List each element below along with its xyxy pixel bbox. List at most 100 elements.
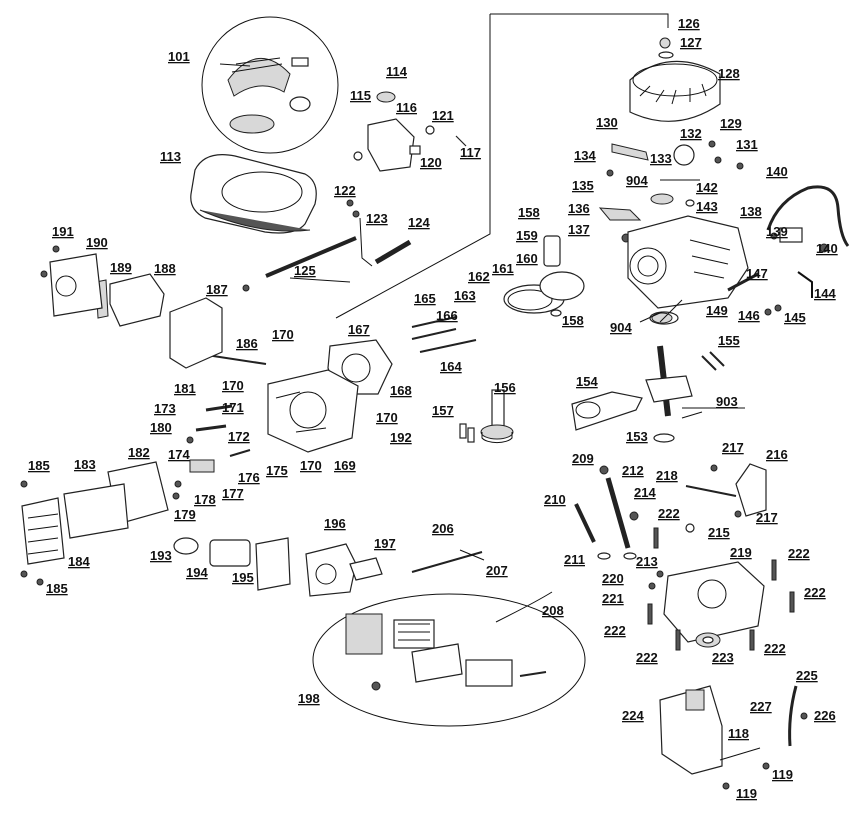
callout-156: 156 <box>494 380 516 395</box>
callout-180: 180 <box>150 420 172 435</box>
callout-164: 164 <box>440 359 462 374</box>
callout-213: 213 <box>636 554 658 569</box>
callout-904a: 904 <box>626 173 648 188</box>
callout-169: 169 <box>334 458 356 473</box>
callout-161: 161 <box>492 261 514 276</box>
callout-142: 142 <box>696 180 718 195</box>
governor-parts <box>685 463 767 518</box>
callout-216: 216 <box>766 447 788 462</box>
callout-217b: 217 <box>756 510 778 525</box>
callout-173: 173 <box>154 401 176 416</box>
callout-137: 137 <box>568 222 590 237</box>
callout-144: 144 <box>814 286 836 301</box>
callout-183: 183 <box>74 457 96 472</box>
blower-housing <box>190 154 317 234</box>
callout-220: 220 <box>602 571 624 586</box>
callout-208: 208 <box>542 603 564 618</box>
callout-214: 214 <box>634 485 656 500</box>
leader-lines <box>219 13 745 419</box>
callout-197: 197 <box>374 536 396 551</box>
callout-218: 218 <box>656 468 678 483</box>
callout-145: 145 <box>784 310 806 325</box>
piston-set <box>503 235 585 317</box>
callout-121: 121 <box>432 108 454 123</box>
callout-194: 194 <box>186 565 208 580</box>
callout-181: 181 <box>174 381 196 396</box>
callout-189: 189 <box>110 260 132 275</box>
callout-221: 221 <box>602 591 624 606</box>
callout-132: 132 <box>680 126 702 141</box>
callout-171: 171 <box>222 400 244 415</box>
callout-209: 209 <box>572 451 594 466</box>
callout-162: 162 <box>468 269 490 284</box>
callout-219: 219 <box>730 545 752 560</box>
callout-187: 187 <box>206 282 228 297</box>
callout-217a: 217 <box>722 440 744 455</box>
callout-185b: 185 <box>46 581 68 596</box>
oil-dipstick <box>574 465 695 560</box>
callout-178: 178 <box>194 492 216 507</box>
callout-222e: 222 <box>636 650 658 665</box>
throttle-shaft <box>242 199 412 292</box>
carburetor-group <box>173 537 383 597</box>
tappets <box>459 423 475 443</box>
muffler <box>20 461 169 586</box>
callout-120: 120 <box>420 155 442 170</box>
callout-226: 226 <box>814 708 836 723</box>
callout-222b: 222 <box>788 546 810 561</box>
callout-157: 157 <box>432 403 454 418</box>
callout-140b: 140 <box>816 241 838 256</box>
linkage-rods <box>411 549 553 623</box>
callout-170d: 170 <box>300 458 322 473</box>
callout-133: 133 <box>650 151 672 166</box>
callout-134: 134 <box>574 148 596 163</box>
callout-222f: 222 <box>764 641 786 656</box>
callout-210: 210 <box>544 492 566 507</box>
callout-179: 179 <box>174 507 196 522</box>
oil-seal <box>695 632 721 648</box>
callout-174: 174 <box>168 447 190 462</box>
callout-129: 129 <box>720 116 742 131</box>
callout-122: 122 <box>334 183 356 198</box>
flywheel <box>629 37 721 122</box>
callout-138: 138 <box>740 204 762 219</box>
callout-222d: 222 <box>604 623 626 638</box>
callout-labels: 101 113 114 115 116 117 118 119 120 121 … <box>28 16 838 801</box>
callout-119b: 119 <box>736 786 757 801</box>
callout-127: 127 <box>680 35 702 50</box>
callout-124: 124 <box>408 215 430 230</box>
callout-188: 188 <box>154 261 176 276</box>
callout-212: 212 <box>622 463 644 478</box>
callout-177: 177 <box>222 486 244 501</box>
callout-182: 182 <box>128 445 150 460</box>
callout-186: 186 <box>236 336 258 351</box>
engine-block <box>627 215 749 325</box>
camshaft <box>480 389 514 444</box>
callout-153: 153 <box>626 429 648 444</box>
callout-222c: 222 <box>804 585 826 600</box>
callout-123: 123 <box>366 211 388 226</box>
callout-101: 101 <box>168 49 190 64</box>
recoil-starter-group <box>201 16 339 154</box>
callout-165: 165 <box>414 291 436 306</box>
callout-176: 176 <box>238 470 260 485</box>
callout-167: 167 <box>348 322 370 337</box>
callout-154: 154 <box>576 374 598 389</box>
callout-139: 139 <box>766 224 788 239</box>
callout-225: 225 <box>796 668 818 683</box>
spark-plug-lead <box>766 185 850 253</box>
valve-train <box>172 353 267 500</box>
callout-163: 163 <box>454 288 476 303</box>
callout-195: 195 <box>232 570 254 585</box>
callout-118: 118 <box>728 726 749 741</box>
callout-224: 224 <box>622 708 644 723</box>
callout-215: 215 <box>708 525 730 540</box>
callout-227: 227 <box>750 699 772 714</box>
callout-166: 166 <box>436 308 458 323</box>
callout-206: 206 <box>432 521 454 536</box>
air-filter-group <box>312 593 586 727</box>
cylinder-head <box>267 369 359 453</box>
callout-114: 114 <box>386 64 408 79</box>
callout-170c: 170 <box>376 410 398 425</box>
callout-119: 119 <box>772 767 793 782</box>
